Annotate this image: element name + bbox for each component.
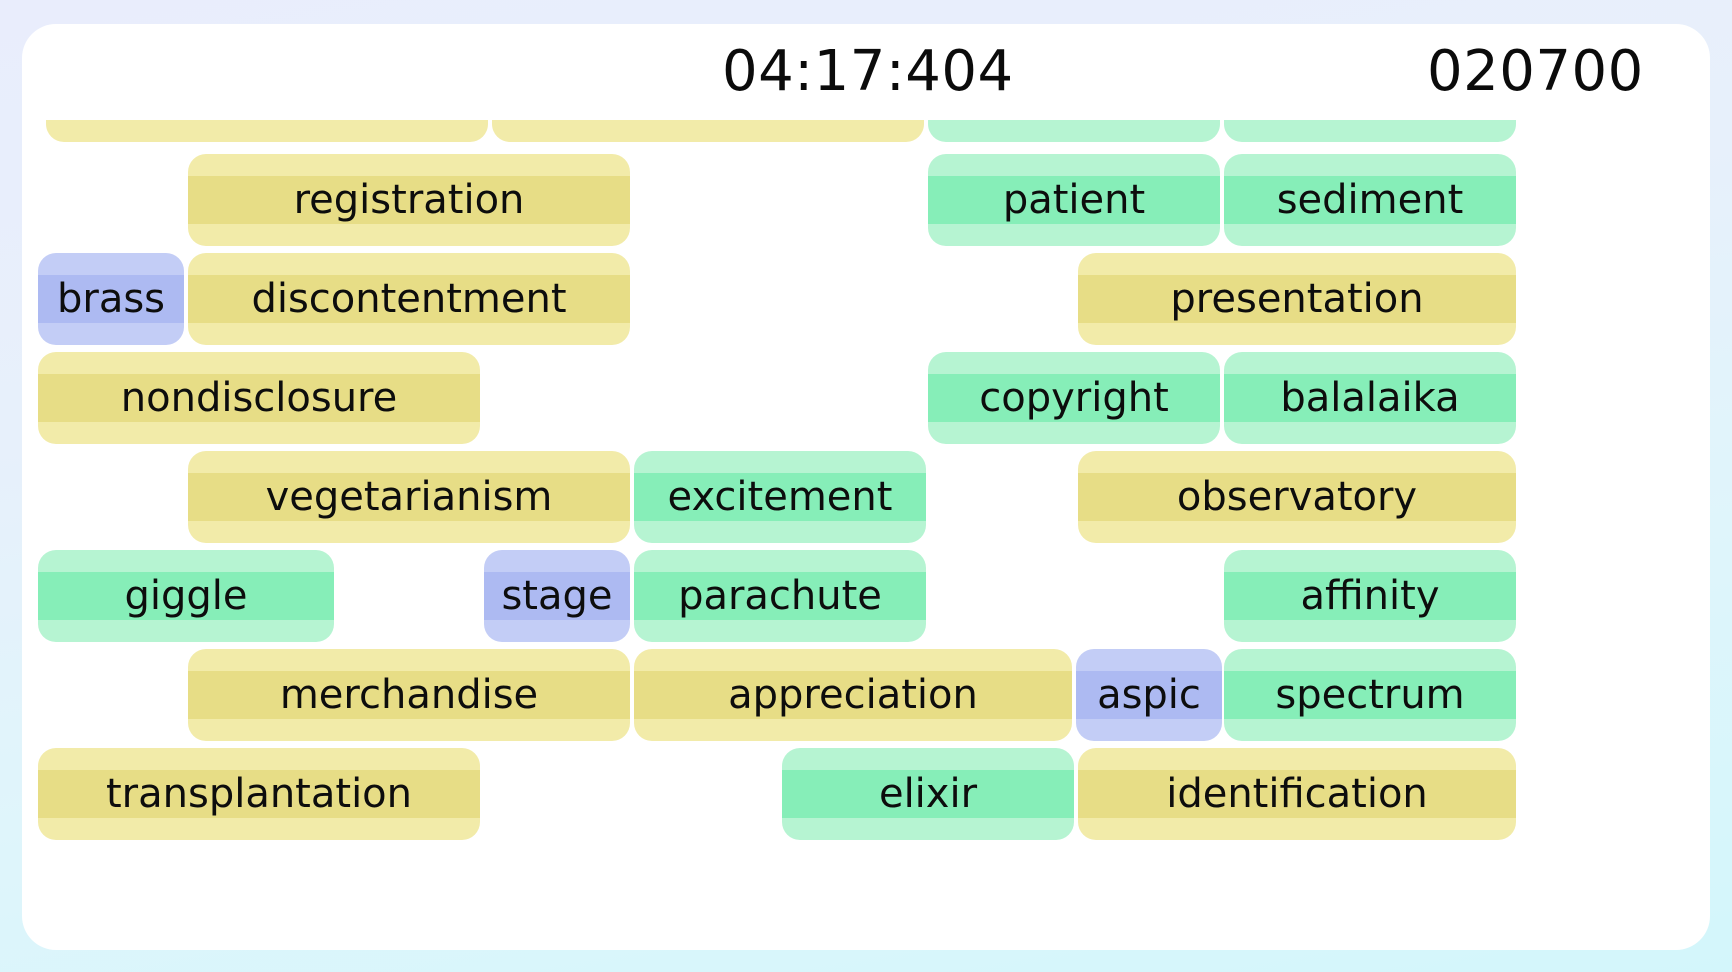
word-pill-label: spectrum — [1275, 672, 1465, 718]
word-pill-label: giggle — [124, 573, 248, 619]
word-pill-label: identification — [1166, 771, 1428, 817]
word-pill[interactable]: elixir — [782, 748, 1074, 840]
word-pill[interactable]: patient — [928, 154, 1220, 246]
word-pill-label: observatory — [1176, 474, 1418, 520]
word-pill[interactable] — [1224, 120, 1516, 142]
word-pill[interactable]: affinity — [1224, 550, 1516, 642]
word-pill[interactable]: spectrum — [1224, 649, 1516, 741]
word-pill[interactable]: excitement — [634, 451, 926, 543]
word-pill-label: nondisclosure — [120, 375, 398, 421]
word-pill-band — [1076, 671, 1222, 719]
word-pill-label: excitement — [667, 474, 893, 520]
word-pill-band — [1078, 473, 1516, 521]
word-pill-band — [634, 473, 926, 521]
word-pill-band — [38, 770, 480, 818]
word-pill[interactable]: aspic — [1076, 649, 1222, 741]
word-pill-label: aspic — [1097, 672, 1201, 718]
word-pill-band — [188, 473, 630, 521]
word-pill[interactable] — [928, 120, 1220, 142]
word-pill-band — [1224, 572, 1516, 620]
word-pill[interactable]: transplantation — [38, 748, 480, 840]
game-card: 04:17:404 020700 registration patient sedi… — [22, 24, 1710, 950]
word-pill-band — [634, 671, 1072, 719]
word-pill-label: transplantation — [105, 771, 412, 817]
word-pill[interactable]: registration — [188, 154, 630, 246]
falling-words-playfield: registration patient sediment brass disconte… — [22, 120, 1710, 950]
word-pill-band — [38, 374, 480, 422]
word-pill-band — [1078, 770, 1516, 818]
word-pill[interactable] — [46, 120, 488, 142]
word-pill-band — [484, 572, 630, 620]
word-pill-label: stage — [501, 573, 613, 619]
word-pill-band — [1224, 671, 1516, 719]
word-pill-label: merchandise — [279, 672, 539, 718]
word-pill[interactable]: merchandise — [188, 649, 630, 741]
word-pill-band — [928, 176, 1220, 224]
word-pill[interactable]: giggle — [38, 550, 334, 642]
word-pill-band — [188, 671, 630, 719]
timer-display: 04:17:404 — [722, 39, 1014, 104]
word-pill-label: affinity — [1300, 573, 1440, 619]
word-pill-label: patient — [1002, 177, 1146, 223]
word-pill[interactable]: appreciation — [634, 649, 1072, 741]
word-pill[interactable]: stage — [484, 550, 630, 642]
word-pill[interactable]: presentation — [1078, 253, 1516, 345]
word-pill[interactable]: copyright — [928, 352, 1220, 444]
word-pill-label: registration — [293, 177, 525, 223]
word-pill[interactable] — [492, 120, 924, 142]
word-pill-label: parachute — [678, 573, 882, 619]
word-pill-band — [634, 572, 926, 620]
word-pill-label: appreciation — [728, 672, 978, 718]
word-pill-band — [38, 572, 334, 620]
word-pill-band — [38, 275, 184, 323]
word-pill-label: sediment — [1276, 177, 1464, 223]
word-pill[interactable]: balalaika — [1224, 352, 1516, 444]
word-pill-label: discontentment — [251, 276, 567, 322]
word-pill-band — [1224, 374, 1516, 422]
word-pill-band — [782, 770, 1074, 818]
word-pill-band — [1078, 275, 1516, 323]
word-pill-band — [1224, 176, 1516, 224]
hud-bar: 04:17:404 020700 — [22, 24, 1710, 120]
word-pill[interactable]: brass — [38, 253, 184, 345]
word-pill[interactable]: sediment — [1224, 154, 1516, 246]
word-pill[interactable]: vegetarianism — [188, 451, 630, 543]
word-pill[interactable]: parachute — [634, 550, 926, 642]
word-pill-band — [188, 176, 630, 224]
word-pill-label: elixir — [878, 771, 978, 817]
word-pill-label: brass — [56, 276, 166, 322]
word-pill[interactable]: nondisclosure — [38, 352, 480, 444]
word-pill-label: presentation — [1170, 276, 1424, 322]
score-display: 020700 — [1427, 39, 1644, 104]
word-pill[interactable]: observatory — [1078, 451, 1516, 543]
word-pill-label: balalaika — [1280, 375, 1460, 421]
word-pill[interactable]: identification — [1078, 748, 1516, 840]
word-pill-band — [928, 374, 1220, 422]
word-pill-label: copyright — [979, 375, 1169, 421]
word-pill-label: vegetarianism — [265, 474, 553, 520]
word-pill-band — [188, 275, 630, 323]
word-pill[interactable]: discontentment — [188, 253, 630, 345]
